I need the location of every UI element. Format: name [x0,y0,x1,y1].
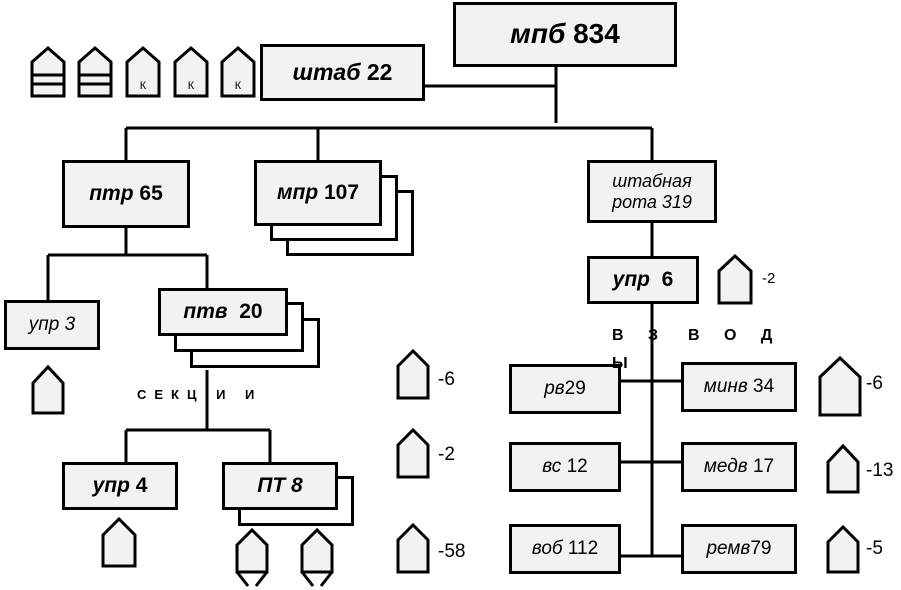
ptv-box: птв 20 [158,288,288,336]
apc-icon [77,46,113,98]
vehicle-icon-mid-3 [396,522,430,574]
vehicle-icon-mid-1 [396,348,430,400]
pt8-number: 8 [291,473,303,497]
icon-letter-k: К [235,80,242,92]
staff-abbr: штаб [292,59,361,86]
ptr-box: птр 65 [62,160,190,228]
staff-number: 22 [366,59,393,86]
vehicle-icon-upr4 [101,516,137,568]
connector-lines [46,67,681,558]
battalion-number: 834 [573,18,620,50]
minv-box: минв 34 [681,362,797,412]
mpr-abbr: мпр [276,180,319,204]
minv-abbr: минв [703,376,748,398]
upr4-number: 4 [135,473,148,497]
remv-box: ремв79 [681,524,797,574]
count-remv: -5 [866,538,883,559]
rv-number: 29 [564,378,586,400]
upr3-number: 3 [64,314,76,336]
mpr-number: 107 [324,180,360,204]
battalion-hq-box: мпб 834 [453,2,677,67]
command-vehicle-icon [125,46,161,98]
medv-abbr: медв [703,456,748,478]
upr3-abbr: упр [28,314,60,336]
upr4-box: упр 4 [62,462,178,510]
platoons-label-b: В О Д [688,327,783,344]
vob-box: воб 112 [509,524,621,574]
upr3-box: упр 3 [4,300,100,350]
remv-number: 79 [750,538,772,560]
staff-box: штаб 22 [260,44,425,101]
staff-company-line2: рота 319 [612,191,692,212]
vehicle-icon-medv [826,443,860,494]
upr4-abbr: упр [92,473,130,497]
icon-letter-k: К [188,80,195,92]
sections-label: СЕКЦ И И [137,387,263,402]
platoons-label-a: В З [612,327,669,344]
ptv-number: 20 [239,299,263,323]
pt8-abbr: ПТ [257,473,286,497]
company-mgmt-box: упр 6 [587,256,699,304]
staff-company-line1: штабная [612,170,692,191]
vs-box: вс 12 [509,442,621,492]
medv-box: медв 17 [681,442,797,492]
icon-letter-k: К [140,80,147,92]
ptv-abbr: птв [183,299,228,323]
count-upr-company: -2 [762,270,776,287]
vehicle-icon-upr6 [717,253,753,305]
minv-number: 34 [753,376,775,398]
mpr-box: мпр 107 [254,160,382,226]
count-middle-1: -6 [438,369,455,390]
battalion-abbr: мпб [510,18,566,50]
medv-number: 17 [752,456,775,478]
vehicle-icon-mid-2 [396,427,430,479]
count-middle-3: -58 [438,541,466,562]
vob-number: 112 [567,538,599,560]
count-minv: -6 [866,373,883,394]
command-vehicle-icon [173,46,209,98]
vehicle-icon-remv [826,524,860,574]
vehicle-icon-minv [818,355,862,417]
count-medv: -13 [866,460,894,481]
ptr-number: 65 [139,181,163,205]
vehicle-icon-pt-1 [235,527,269,574]
rv-box: рв29 [509,364,621,414]
pt8-box: ПТ 8 [222,462,338,510]
vehicle-icon-pt-2 [300,527,334,574]
company-mgmt-number: 6 [661,267,674,291]
count-middle-2: -2 [438,444,455,465]
company-mgmt-abbr: упр [612,267,650,291]
vehicle-icon-upr3 [31,364,65,415]
rv-abbr: рв [544,378,565,400]
vs-number: 12 [566,456,588,478]
remv-abbr: ремв [706,538,751,560]
ptr-abbr: птр [89,181,134,205]
tow-marks [235,571,334,587]
vs-abbr: вс [542,456,562,478]
vehicle-icons [30,46,862,574]
vob-abbr: воб [531,538,563,560]
apc-icon [30,46,66,98]
command-vehicle-icon [220,46,256,98]
platoons-label-c: Ы [612,355,638,372]
